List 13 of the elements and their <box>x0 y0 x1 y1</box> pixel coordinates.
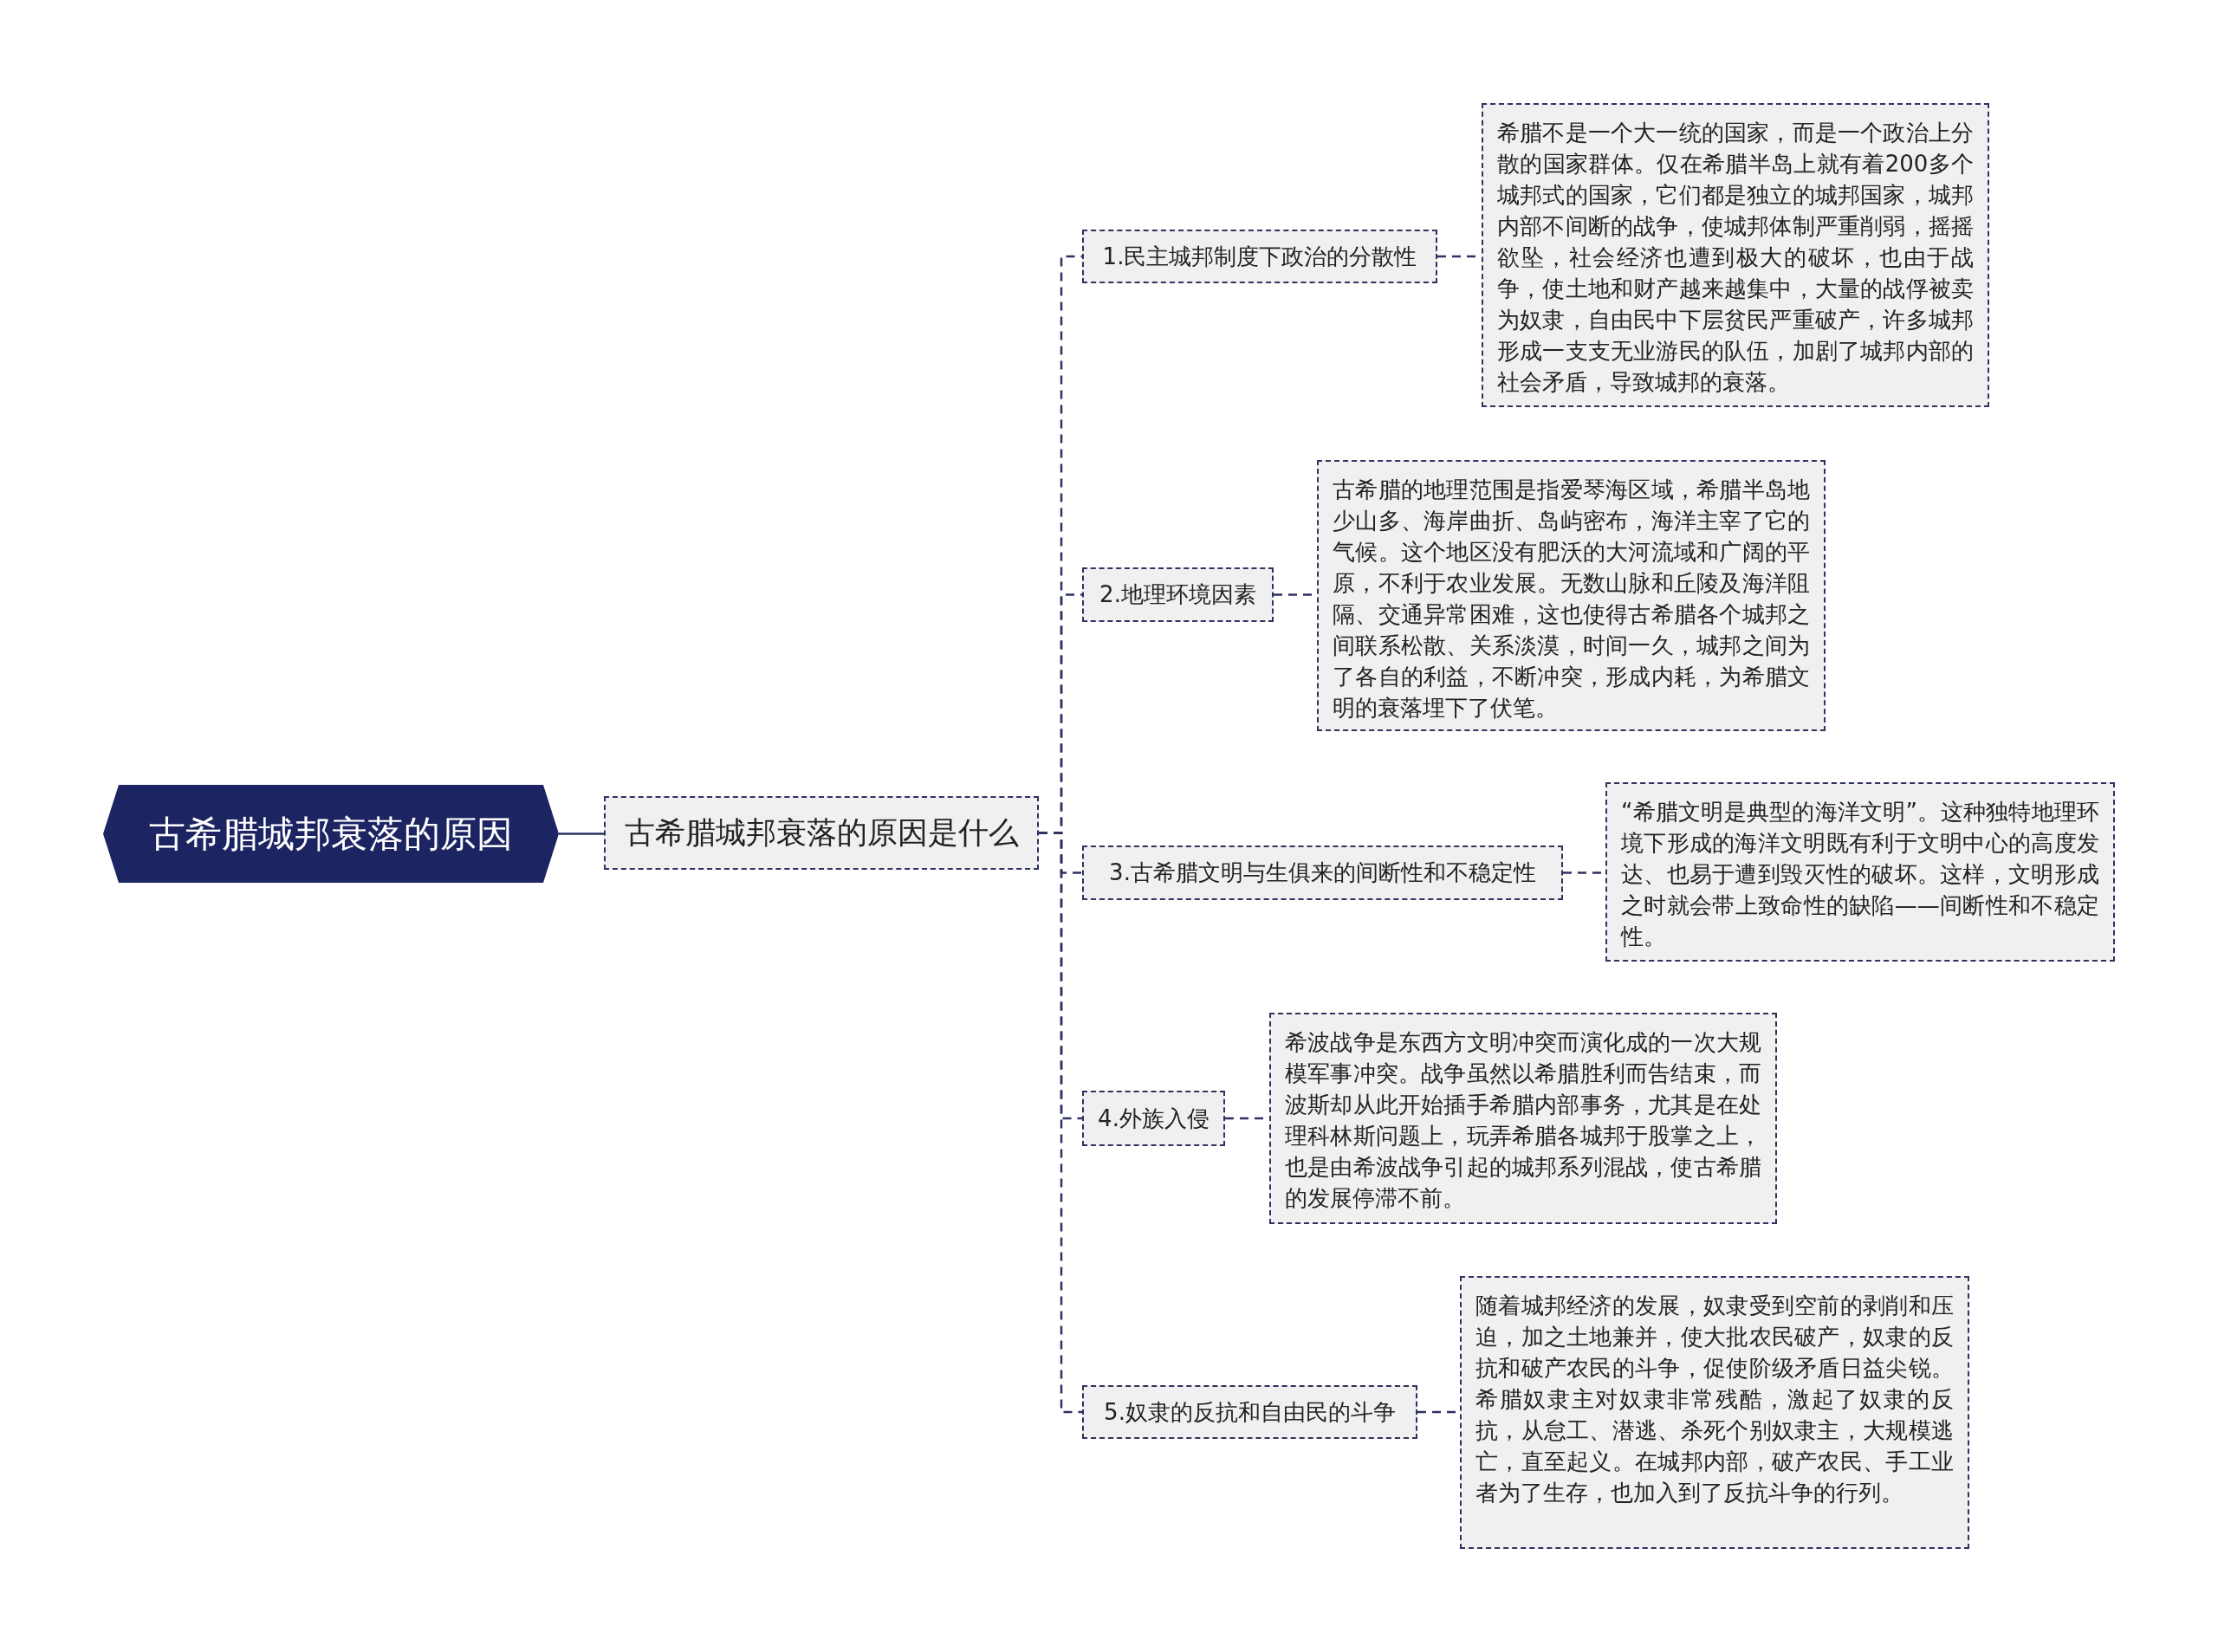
note-box: “希腊文明是典型的海洋文明”。这种独特地理环境下形成的海洋文明既有利于文明中心的高度发达、也易于遭到毁灭性的破坏。这样，文明形成之时就会带上致命性的缺陷——间断性和不稳定性。 <box>1605 782 2115 962</box>
branch-box: 4.外族入侵 <box>1082 1091 1225 1146</box>
branch-box: 2.地理环境因素 <box>1082 567 1274 622</box>
note-box: 希腊不是一个大一统的国家，而是一个政治上分散的国家群体。仅在希腊半岛上就有着200多个城邦式的国家，它们都是独立的城邦国家，城邦内部不间断的战争，使城邦体制严重削弱，摇摇欲坠，社会经济也遭到极大的破坏，也由于战争，使土地和财产越来越集中，大量的战俘被卖为奴隶，自由民中下层贫民严重破产，许多城邦形成一支支无业游民的队伍，加剧了城邦内部的社会矛盾，导致城邦的衰落。 <box>1482 103 1989 407</box>
note-box: 古希腊的地理范围是指爱琴海区域，希腊半岛地少山多、海岸曲折、岛屿密布，海洋主宰了它的气候。这个地区没有肥沃的大河流域和广阔的平原，不利于农业发展。无数山脉和丘陵及海洋阻隔、交通异常困难，这也使得古希腊各个城邦之间联系松散、关系淡漠，时间一久，城邦之间为了各自的利益，不断冲突，形成内耗，为希腊文明的衰落埋下了伏笔。 <box>1317 460 1826 731</box>
note-box: 随着城邦经济的发展，奴隶受到空前的剥削和压迫，加之土地兼并，使大批农民破产，奴隶的反抗和破产农民的斗争，促使阶级矛盾日益尖锐。希腊奴隶主对奴隶非常残酷，激起了奴隶的反抗，从怠工、潜逃、杀死个别奴隶主，大规模逃亡，直至起义。在城邦内部，破产农民、手工业者为了生存，也加入到了反抗斗争的行列。 <box>1460 1276 1969 1549</box>
note-box: 希波战争是东西方文明冲突而演化成的一次大规模军事冲突。战争虽然以希腊胜利而告结束，而波斯却从此开始插手希腊内部事务，尤其是在处理科林斯问题上，玩弄希腊各城邦于股掌之上，也是由希波战争引起的城邦系列混战，使古希腊的发展停滞不前。 <box>1269 1013 1777 1224</box>
branch-box: 3.古希腊文明与生俱来的间断性和不稳定性 <box>1082 845 1563 900</box>
branch-box: 1.民主城邦制度下政治的分散性 <box>1082 230 1437 283</box>
title-hexagon: 古希腊城邦衰落的原因 <box>103 785 559 883</box>
topic-box: 古希腊城邦衰落的原因是什么 <box>604 796 1039 870</box>
connector-line <box>559 832 604 835</box>
branch-box: 5.奴隶的反抗和自由民的斗争 <box>1082 1385 1417 1439</box>
